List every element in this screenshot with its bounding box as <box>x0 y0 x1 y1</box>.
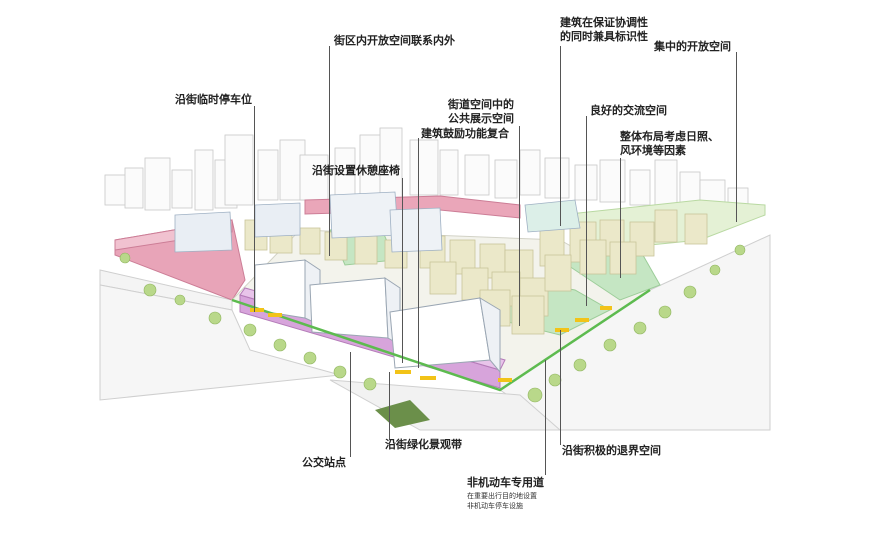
background-buildings <box>104 127 749 219</box>
site-boundary-line <box>231 288 651 392</box>
leader-bus-stop <box>350 352 351 457</box>
leader-seating <box>402 178 403 363</box>
leader-temp-parking <box>254 106 255 312</box>
leader-bike-lane <box>545 360 546 475</box>
label-layout-factors-line1: 整体布局考虑日照、 <box>620 130 719 143</box>
label-setback-space: 沿街积极的退界空间 <box>562 444 661 457</box>
leader-green-belt <box>389 372 390 440</box>
corner-plaza <box>375 400 430 428</box>
leader-setback <box>560 330 561 445</box>
label-public-display-line1: 街道空间中的 <box>448 98 514 111</box>
label-bike-lane: 非机动车专用道 <box>467 476 544 489</box>
leader-layout-factors <box>620 158 621 278</box>
large-podium-buildings <box>254 259 501 374</box>
label-public-display-line2: 公共展示空间 <box>448 112 514 125</box>
leader-open-space <box>329 46 330 256</box>
leader-mixed-function <box>418 138 419 368</box>
label-temp-parking: 沿街临时停车位 <box>175 93 252 106</box>
leader-identity <box>560 46 561 226</box>
label-layout-factors-line2: 风环境等因素 <box>620 144 686 157</box>
label-concentrated-open: 集中的开放空间 <box>654 40 731 53</box>
label-green-belt: 沿街绿化景观带 <box>385 438 462 451</box>
leader-exchange <box>586 116 587 306</box>
leader-concentrated <box>736 52 737 222</box>
leader-public-display <box>519 126 520 326</box>
parking-bays <box>250 306 612 382</box>
label-bus-stop: 公交站点 <box>302 456 346 469</box>
label-open-space-link: 街区内开放空间联系内外 <box>334 34 455 47</box>
road-surface <box>99 234 771 431</box>
label-mixed-function: 建筑鼓励功能复合 <box>421 127 509 140</box>
label-bike-note-line2: 非机动车停车设施 <box>467 502 523 510</box>
label-identity-line1: 建筑在保证协调性 <box>560 16 648 29</box>
label-identity-line2: 的同时兼具标识性 <box>560 30 648 43</box>
label-exchange-space: 良好的交流空间 <box>590 104 667 117</box>
label-bike-note-line1: 在重要出行目的地设置 <box>467 492 537 500</box>
label-street-seating: 沿街设置休憩座椅 <box>312 164 400 177</box>
tower-blocks <box>174 191 581 253</box>
street-trees <box>119 244 746 403</box>
